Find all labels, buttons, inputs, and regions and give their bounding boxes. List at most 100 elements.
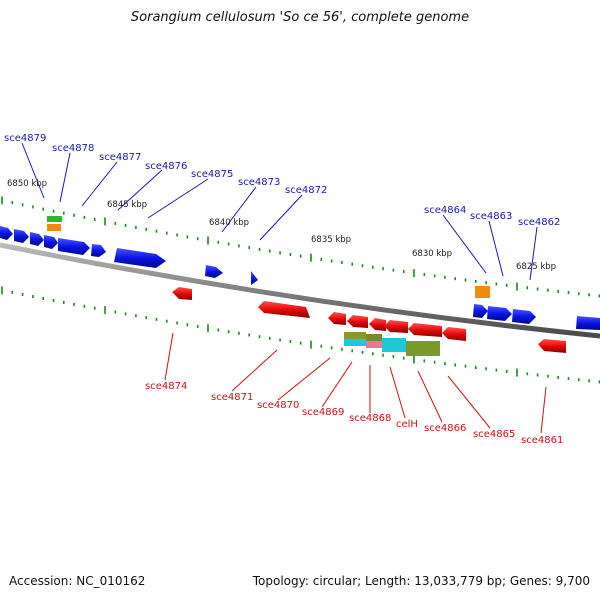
feature-boxes — [47, 216, 490, 356]
scale-tick-minor — [238, 244, 240, 248]
pointer-sce4865 — [447, 375, 491, 429]
scale-tick-minor — [166, 231, 168, 235]
scale-tick-minor — [124, 312, 127, 316]
gene-reverse[interactable] — [408, 323, 442, 337]
scale-tick-minor — [73, 302, 75, 306]
scale-tick-minor — [114, 221, 117, 225]
pointer-celH — [389, 366, 406, 419]
scale-tick-minor — [83, 304, 86, 308]
scale-tick-major — [207, 324, 209, 333]
scale-tick-major — [104, 306, 106, 315]
scale-label: 6840 kbp — [209, 218, 249, 228]
gene-forward[interactable] — [251, 271, 258, 285]
scale-tick-minor — [155, 317, 158, 321]
gene-reverse[interactable] — [369, 318, 386, 331]
gene-forward[interactable] — [44, 235, 58, 249]
gene-reverse[interactable] — [347, 315, 368, 328]
scale-tick-major — [310, 253, 312, 262]
scale-tick-minor — [42, 297, 44, 300]
gene-forward[interactable] — [0, 226, 13, 240]
gene-forward[interactable] — [487, 306, 512, 321]
scale-tick-minor — [423, 359, 426, 363]
scale-tick-minor — [372, 352, 374, 356]
scale-tick-minor — [269, 336, 271, 340]
scale-tick-minor — [124, 223, 127, 227]
scale-tick-minor — [495, 282, 498, 286]
gene-forward[interactable] — [473, 304, 488, 318]
scale-tick-minor — [464, 364, 467, 368]
scale-tick-minor — [248, 246, 250, 250]
feature-box-orange[interactable] — [475, 286, 490, 298]
feature-box-cyan[interactable] — [344, 339, 366, 346]
scale-tick-minor — [52, 209, 55, 213]
scale-tick-minor — [135, 314, 137, 318]
gene-forward[interactable] — [512, 309, 536, 324]
scale-tick-minor — [145, 316, 147, 320]
scale-tick-minor — [258, 247, 261, 251]
gene-reverse[interactable] — [258, 301, 310, 318]
pointer-sce4875 — [147, 178, 209, 219]
scale-tick-minor — [526, 372, 529, 376]
gene-forward[interactable] — [114, 248, 166, 268]
scale-ticks — [1, 196, 600, 384]
gene-reverse[interactable] — [384, 320, 408, 333]
gene-label-sce4872: sce4872 — [285, 185, 327, 196]
scale-tick-major — [310, 340, 312, 349]
scale-tick-minor — [186, 323, 189, 327]
gene-label-sce4879: sce4879 — [4, 133, 46, 144]
scale-tick-minor — [351, 262, 353, 266]
scale-tick-minor — [423, 273, 426, 276]
scale-tick-minor — [588, 379, 590, 383]
feature-box-orange[interactable] — [47, 224, 61, 231]
gene-forward[interactable] — [91, 244, 106, 257]
gene-reverse[interactable] — [328, 312, 346, 325]
feature-box-olive[interactable] — [406, 341, 440, 356]
scale-tick-major — [207, 236, 209, 245]
gene-label-sce4876: sce4876 — [145, 161, 187, 172]
scale-tick-minor — [63, 300, 65, 304]
scale-tick-minor — [11, 201, 14, 205]
scale-tick-minor — [361, 264, 364, 268]
scale-tick-minor — [21, 293, 24, 296]
pointer-sce4873 — [221, 186, 257, 233]
gene-label-sce4861: sce4861 — [521, 435, 563, 446]
scale-tick-minor — [536, 373, 539, 377]
pointer-sce4862 — [529, 226, 538, 281]
scale-tick-minor — [351, 349, 353, 353]
scale-tick-minor — [526, 286, 529, 290]
pointer-sce4863 — [488, 220, 504, 277]
pointer-sce4871 — [231, 349, 278, 392]
pointer-sce4866 — [417, 370, 443, 423]
gene-forward[interactable] — [30, 232, 44, 246]
gene-label-sce4865: sce4865 — [473, 429, 515, 440]
scale-tick-minor — [433, 274, 436, 278]
gene-label-sce4868: sce4868 — [349, 413, 391, 424]
gene-forward[interactable] — [58, 238, 90, 255]
scale-tick-minor — [279, 338, 281, 342]
gene-reverse[interactable] — [172, 287, 192, 300]
scale-tick-minor — [505, 369, 508, 373]
scale-tick-minor — [402, 270, 405, 274]
scale-tick-minor — [269, 249, 271, 253]
gene-forward[interactable] — [205, 265, 223, 278]
gene-forward[interactable] — [576, 316, 600, 330]
feature-box-olive[interactable] — [344, 332, 366, 339]
feature-box-pink[interactable] — [366, 341, 382, 348]
feature-box-green[interactable] — [47, 216, 62, 222]
gene-reverse[interactable] — [442, 327, 466, 341]
scale-tick-minor — [330, 259, 333, 263]
scale-tick-minor — [547, 288, 549, 292]
scale-tick-major — [516, 368, 518, 377]
scale-tick-major — [413, 269, 415, 278]
scale-tick-minor — [217, 328, 220, 332]
scale-tick-minor — [578, 292, 580, 296]
gene-forward[interactable] — [14, 229, 29, 243]
gene-label-sce4866: sce4866 — [424, 423, 466, 434]
scale-tick-minor — [135, 225, 137, 229]
feature-box-cyan[interactable] — [382, 338, 406, 352]
feature-box-olive[interactable] — [366, 334, 382, 341]
gene-label-sce4863: sce4863 — [470, 211, 512, 222]
scale-label: 6835 kbp — [311, 235, 351, 245]
gene-reverse[interactable] — [538, 339, 566, 353]
